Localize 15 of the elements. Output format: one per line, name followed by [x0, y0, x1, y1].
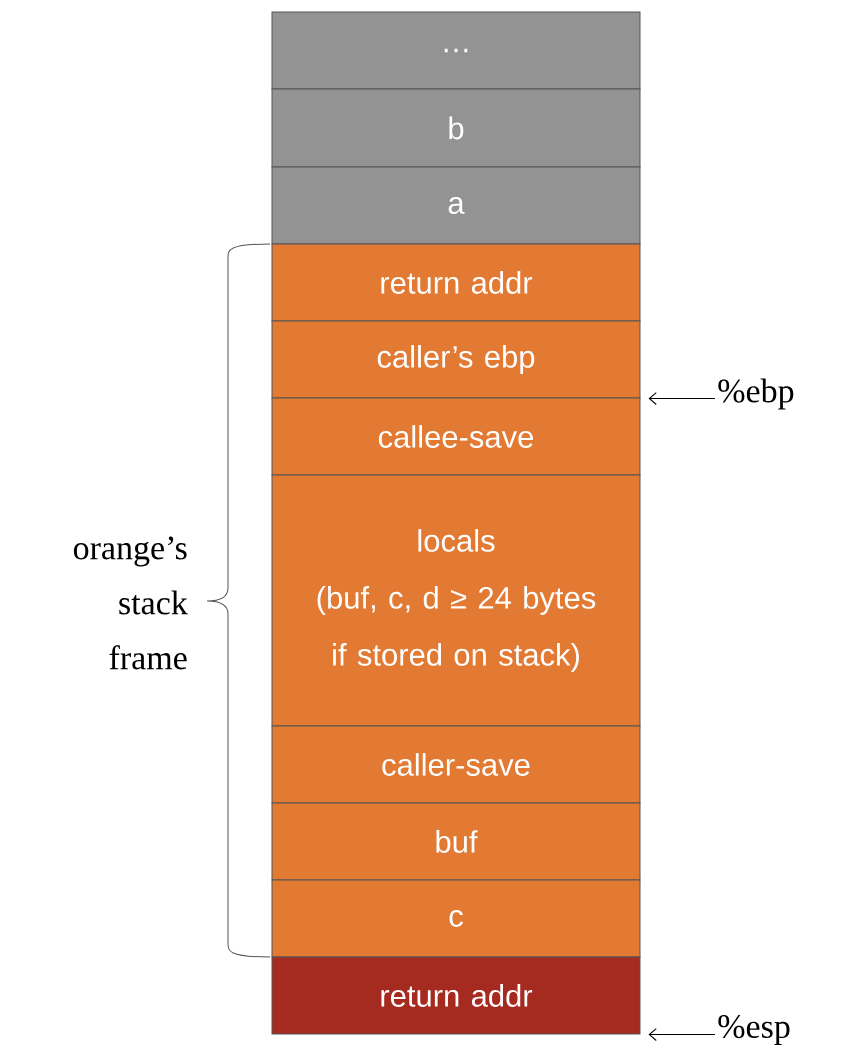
stack-cell: c: [271, 879, 641, 958]
stack-cell: callee-save: [271, 397, 641, 476]
stack-cell: …: [271, 11, 641, 90]
register-label: %esp: [718, 1015, 790, 1045]
stack-cell: b: [271, 88, 641, 168]
stack-cell: caller’s ebp: [271, 320, 641, 399]
stack-cell: a: [271, 166, 641, 245]
stack-cell: return addr: [271, 956, 641, 1035]
stack-cell: return addr: [271, 243, 641, 322]
arrow: [648, 392, 716, 405]
stack-cell: caller-save: [271, 725, 641, 804]
stack-cell: buf: [271, 802, 641, 881]
register-label: %ebp: [718, 378, 794, 410]
arrow: [648, 1028, 716, 1041]
bracket-label: orange’s stack frame: [73, 536, 188, 670]
